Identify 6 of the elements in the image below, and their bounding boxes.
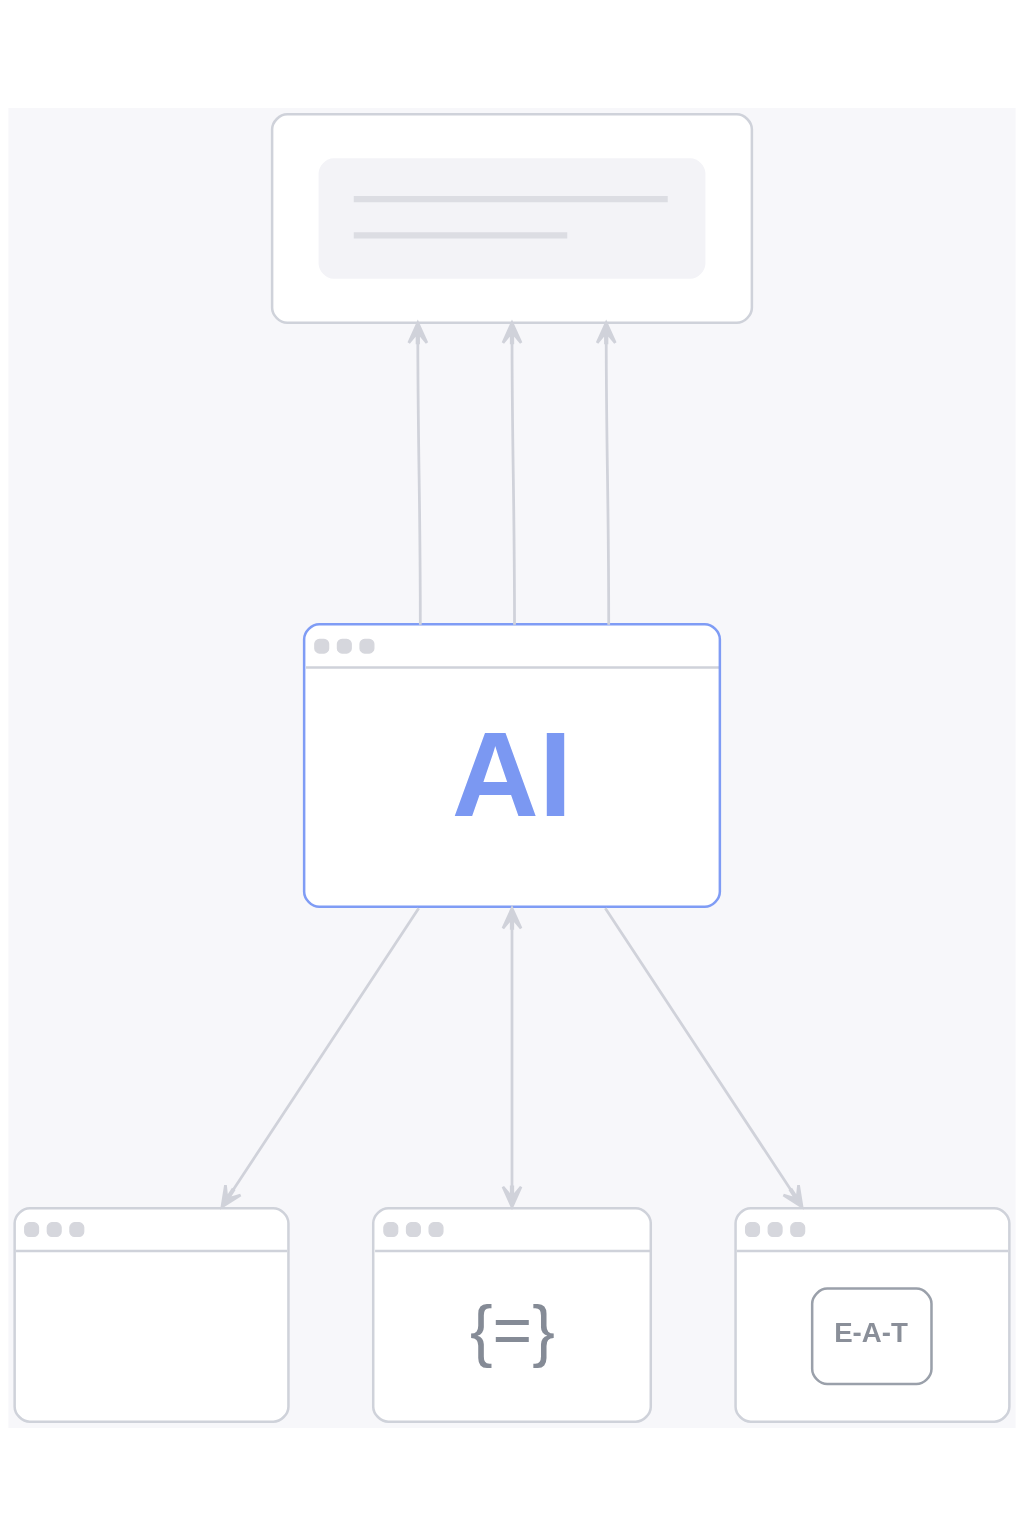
arrow (595, 321, 617, 625)
arrow (220, 907, 420, 1209)
arrow (604, 907, 804, 1209)
arrow (407, 321, 429, 625)
arrow (501, 906, 523, 1209)
arrow (501, 321, 523, 625)
